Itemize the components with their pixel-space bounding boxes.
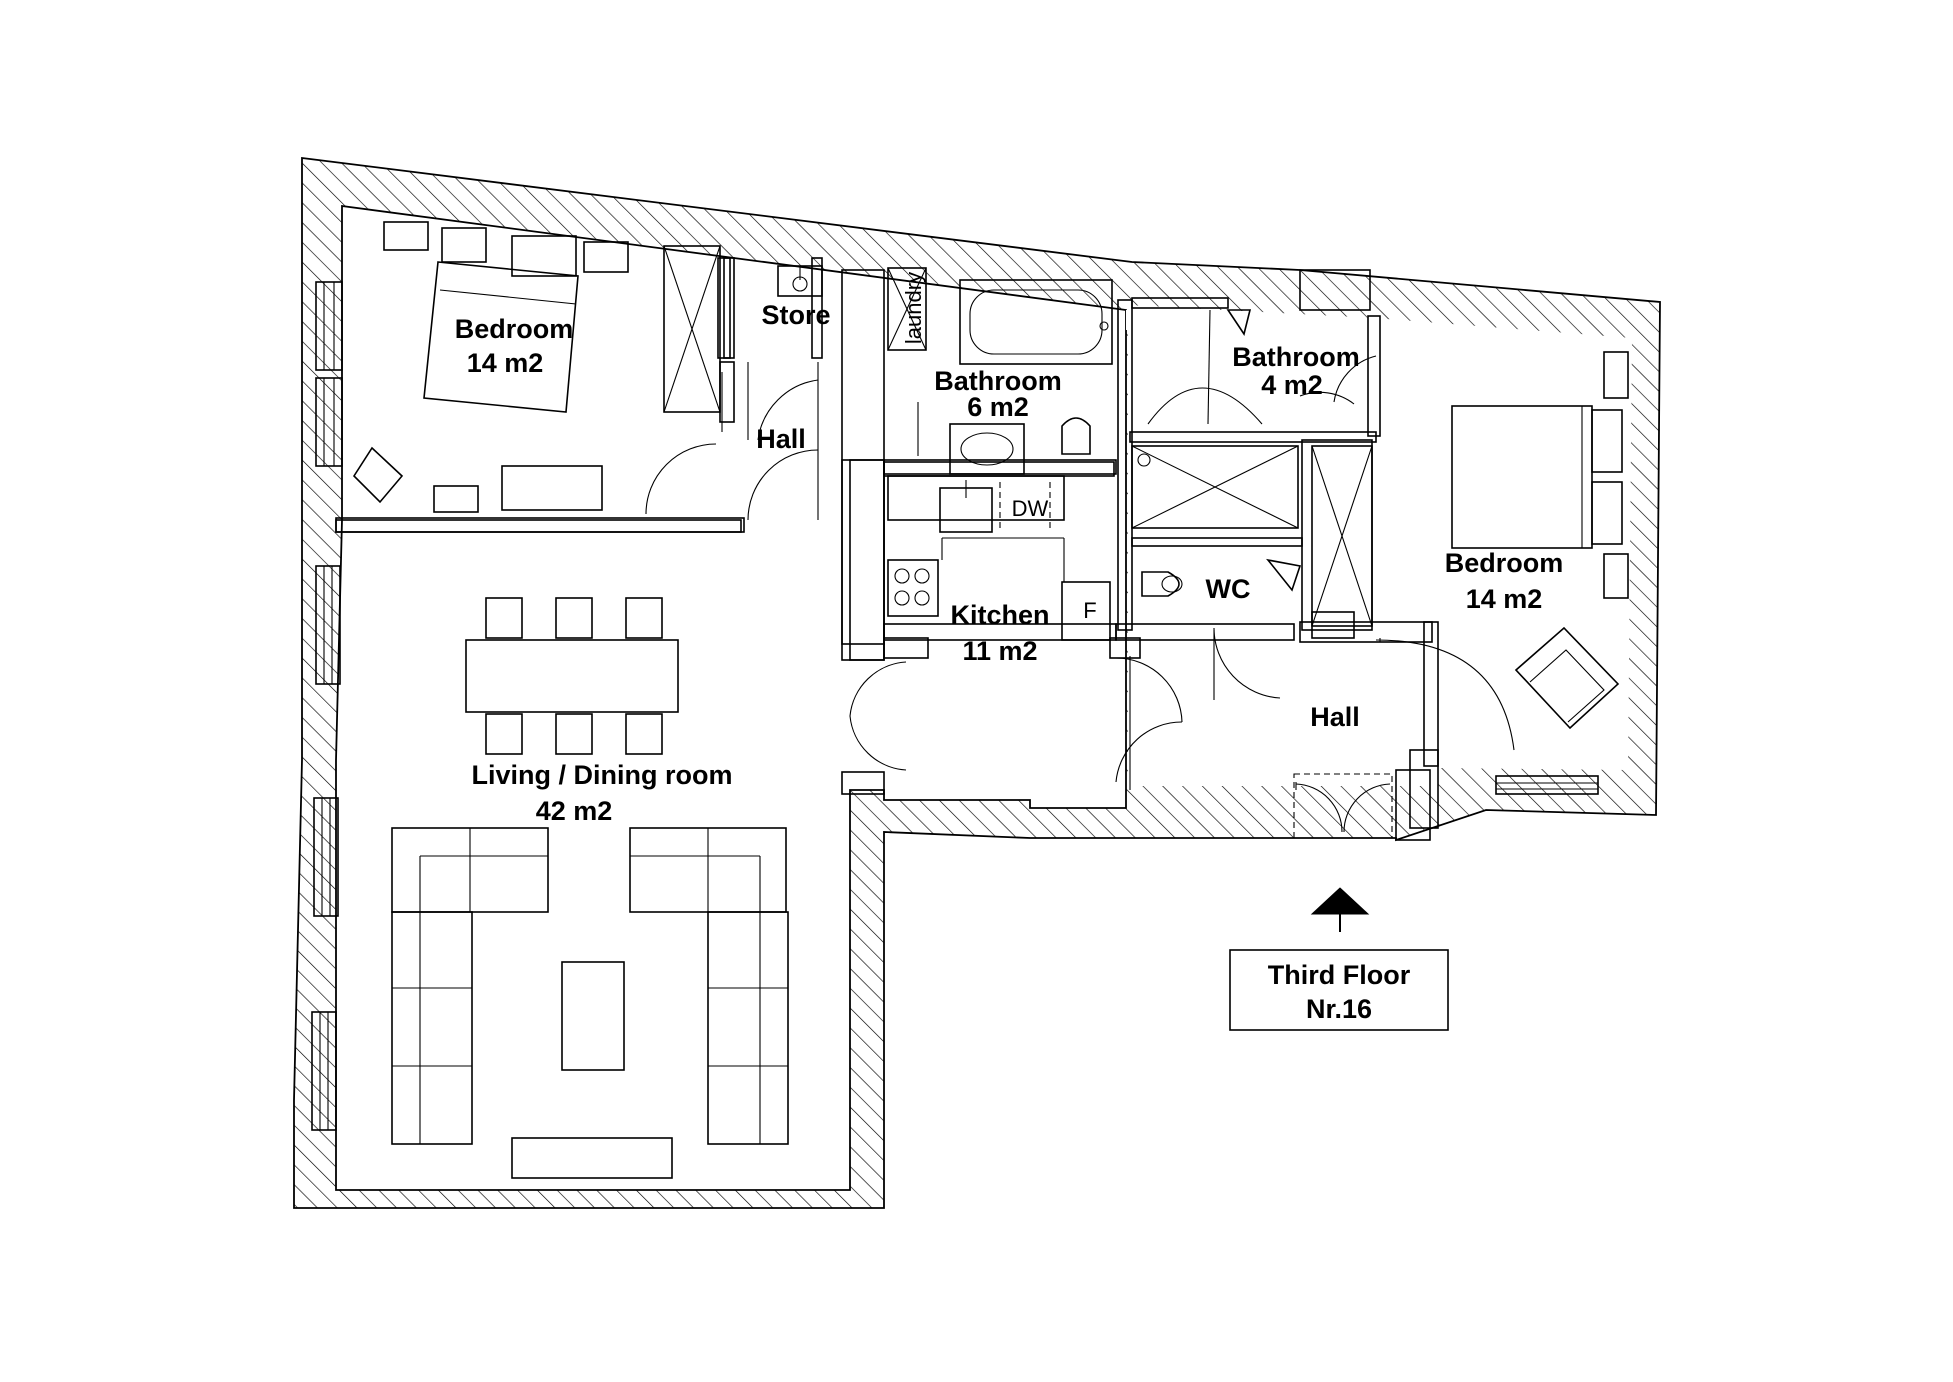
store-hall-top: [747, 265, 823, 521]
hall-right-name: Hall: [1310, 702, 1360, 732]
bathroom-main-area: 6 m2: [967, 392, 1029, 422]
bedroom-right-name: Bedroom: [1445, 548, 1564, 578]
bedroom-left-area: 14 m2: [467, 348, 544, 378]
windows-left: [311, 281, 1599, 1131]
hall-top-name: Hall: [756, 424, 806, 454]
floor-label-line1: Third Floor: [1268, 960, 1411, 990]
bathroom-main-furniture: [887, 267, 1113, 475]
hall-right-doors: [1115, 656, 1393, 839]
bedroom-right-furniture: [1333, 351, 1629, 751]
bathroom-small-area: 4 m2: [1261, 370, 1323, 400]
bathroom-main-name: Bathroom: [934, 366, 1062, 396]
living-name: Living / Dining room: [472, 760, 733, 790]
bedroom-left-furniture: [352, 221, 723, 515]
laundry-name: laundry: [901, 272, 926, 344]
fridge-label: F: [1083, 598, 1096, 623]
room-labels: Bedroom 14 m2 Store Hall laundry Bathroo…: [455, 272, 1564, 826]
kitchen-area: 11 m2: [962, 636, 1037, 666]
living-door: [849, 661, 907, 771]
kitchen-name: Kitchen: [950, 600, 1049, 630]
kitchen-furniture: [887, 475, 1111, 641]
store-name: Store: [761, 300, 830, 330]
floor-label-line2: Nr.16: [1306, 994, 1372, 1024]
wc-name: WC: [1206, 574, 1251, 604]
living-furniture: [391, 597, 789, 1179]
north-arrow-icon: [1310, 887, 1370, 932]
living-area: 42 m2: [536, 796, 613, 826]
bathroom-small-furniture: [1131, 309, 1373, 700]
bathroom-small-name: Bathroom: [1232, 342, 1360, 372]
floor-label-box: Third Floor Nr.16: [1229, 949, 1449, 1031]
dishwasher-label: DW: [1012, 496, 1049, 521]
bedroom-left-name: Bedroom: [455, 314, 574, 344]
bedroom-right-area: 14 m2: [1466, 584, 1543, 614]
